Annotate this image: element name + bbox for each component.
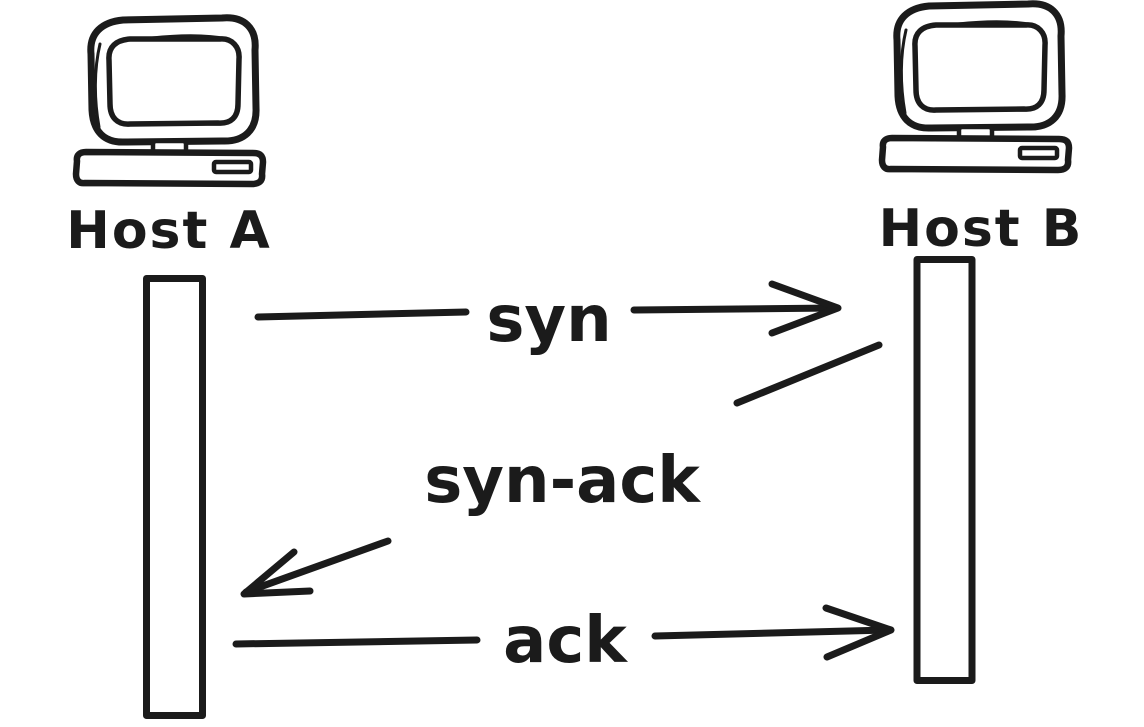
host-a-lifeline <box>143 275 206 719</box>
syn-label: syn <box>486 283 611 357</box>
host-a-actor: Host A <box>66 18 271 719</box>
syn-arrowhead-right-icon <box>768 280 842 337</box>
message-syn-ack: syn-ack <box>240 341 883 598</box>
ack-arrowhead-right-icon <box>822 604 895 661</box>
message-ack: ack <box>232 604 895 678</box>
host-b-label: Host B <box>879 199 1084 259</box>
message-syn: syn <box>254 280 842 357</box>
computer-icon <box>76 18 263 184</box>
host-b-lifeline <box>913 256 976 684</box>
syn-ack-arrowhead-left-icon <box>240 548 314 598</box>
syn-ack-label: syn-ack <box>424 444 701 518</box>
host-a-label: Host A <box>66 201 271 261</box>
syn-ack-arrow-line-lower <box>242 537 392 596</box>
syn-ack-arrow-line-upper <box>733 341 883 407</box>
ack-label: ack <box>503 604 628 678</box>
host-b-actor: Host B <box>879 4 1084 684</box>
syn-arrow-line-right <box>630 304 840 314</box>
syn-arrow-line-left <box>254 308 470 321</box>
ack-arrow-line-left <box>232 636 481 648</box>
computer-icon <box>882 4 1069 170</box>
ack-arrow-line-right <box>651 626 892 640</box>
